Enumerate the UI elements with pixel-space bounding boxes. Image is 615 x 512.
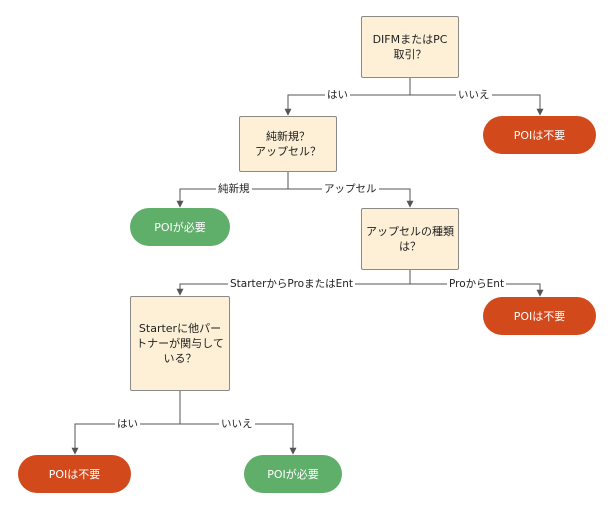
connector-q1-yes	[284, 94, 410, 116]
result-poi-not-required-2: POIは不要	[483, 297, 596, 335]
edge-label-q1-yes: はい	[325, 89, 350, 102]
result-poi-not-required-3: POIは不要	[18, 455, 131, 493]
decision-upsell-type: アップセルの種類 は？	[361, 208, 459, 270]
result-poi-required-1: POIが必要	[130, 208, 230, 246]
decision-other-partner: Starterに他パー トナーが関与して いる？	[130, 296, 230, 391]
result-poi-required-2: POIが必要	[244, 455, 342, 493]
edge-label-q3-starter: StarterからProまたはEnt	[228, 278, 355, 291]
connector-q4-yes	[71, 423, 180, 455]
edge-label-q4-yes: はい	[115, 418, 140, 431]
decision-new-or-upsell: 純新規？ アップセル？	[239, 116, 337, 172]
edge-label-q2-upsell: アップセル	[322, 183, 379, 196]
result-poi-not-required-1: POIは不要	[483, 116, 596, 154]
edge-label-q1-no: いいえ	[456, 89, 492, 102]
decision-difm-or-pc: DIFMまたはPC 取引？	[361, 16, 459, 78]
edge-label-q2-new: 純新規	[216, 183, 252, 196]
edge-label-q4-no: いいえ	[219, 418, 255, 431]
connector-q4-no	[180, 423, 297, 455]
connector-q2-new	[176, 188, 288, 208]
connector-q1-no	[410, 94, 544, 116]
edge-label-q3-pro: ProからEnt	[447, 278, 507, 291]
